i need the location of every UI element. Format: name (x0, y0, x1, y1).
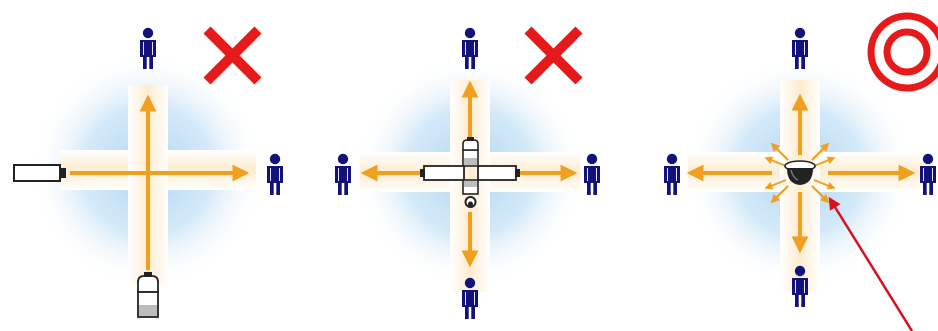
panel-dome-camera (663, 12, 938, 331)
bullet-camera-icon (137, 272, 159, 318)
person-icon (334, 153, 352, 196)
coverage-arrow-diagonal (811, 142, 830, 161)
bullet-camera-icon (462, 137, 479, 167)
person-icon (583, 153, 601, 196)
bullet-camera-icon (462, 179, 479, 208)
box-camera-icon (477, 165, 520, 181)
coverage-arrow-diagonal (813, 156, 836, 167)
coverage-arrow-diagonal (813, 179, 836, 190)
cross-icon (203, 26, 262, 85)
box-camera-icon (13, 164, 66, 182)
coverage-arrow-diagonal (770, 185, 789, 204)
dome-camera-icon (784, 160, 816, 185)
person-icon (663, 153, 681, 196)
panel-multiple-cameras (334, 26, 601, 320)
coverage-arrow-diagonal (764, 156, 787, 167)
coverage-arrow-diagonal (811, 185, 830, 204)
coverage-arrow-diagonal (764, 179, 787, 190)
pointer-arrow-icon (828, 196, 914, 331)
person-icon (266, 153, 284, 196)
box-camera-icon (420, 165, 465, 181)
panel-single-box-camera (13, 26, 284, 318)
double-circle-icon (867, 12, 938, 92)
coverage-arrow-diagonal (770, 142, 789, 161)
cross-icon (524, 26, 583, 85)
